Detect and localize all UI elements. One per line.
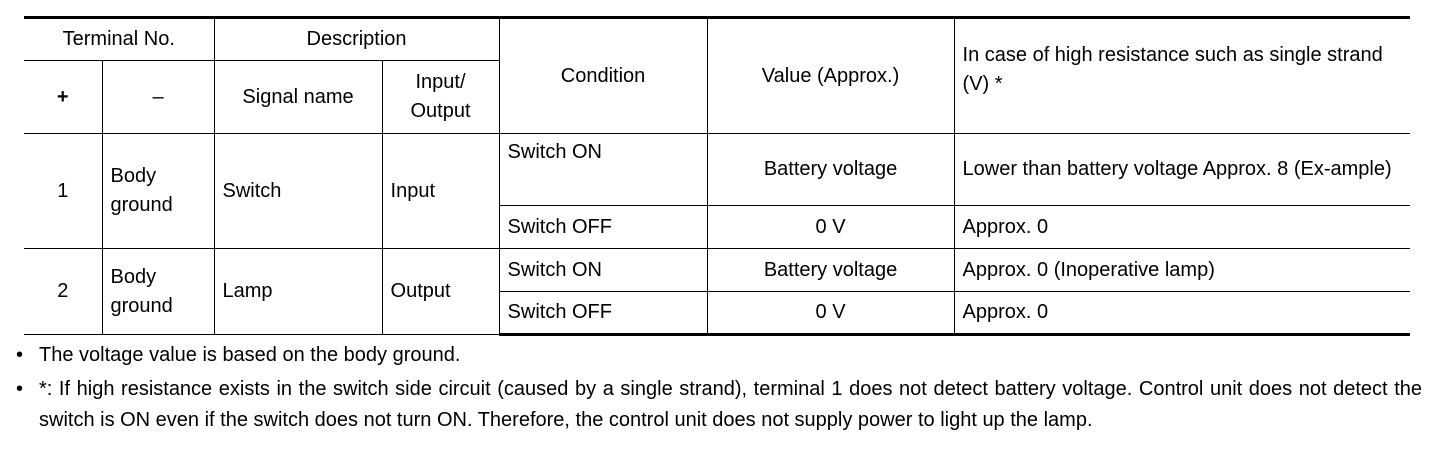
header-input-output: Input/ Output: [381, 60, 500, 134]
terminal-minus-cell: Body ground: [101, 248, 215, 335]
table-row: 2 Body ground Lamp Output Switch ON Batt…: [24, 248, 1411, 335]
terminal-plus-cell: 2: [24, 248, 103, 335]
header-signal-name: Signal name: [213, 60, 383, 134]
condition-cell: Switch ON: [498, 248, 708, 292]
signal-name-cell: Switch: [213, 133, 383, 249]
condition-cell: Switch OFF: [499, 205, 708, 249]
table-row: Switch OFF 0 V Approx. 0: [24, 291, 1411, 336]
table-row: 1 Body ground Switch Input Switch ON Bat…: [24, 133, 1411, 249]
footnote-body-ground: The voltage value is based on the body g…: [14, 340, 1422, 371]
header-description: Description: [213, 16, 500, 61]
input-output-cell: Output: [381, 248, 500, 335]
value-cell: Battery voltage: [706, 248, 955, 292]
header-terminal-minus: –: [101, 60, 215, 134]
footnote-high-resistance: *: If high resistance exists in the swit…: [14, 374, 1422, 436]
header-terminal-plus: +: [24, 60, 103, 134]
value-cell: Battery voltage: [706, 133, 955, 206]
terminal-spec-table: Terminal No. Description Condition Value…: [24, 16, 1411, 336]
header-condition: Condition: [498, 16, 708, 134]
signal-name-cell: Lamp: [213, 248, 383, 335]
value-cell: 0 V: [706, 291, 955, 336]
high-resistance-cell: Approx. 0: [953, 205, 1411, 249]
footnotes-list: The voltage value is based on the body g…: [14, 340, 1422, 439]
header-value: Value (Approx.): [706, 16, 955, 134]
terminal-plus-cell: 1: [24, 133, 103, 249]
header-high-resistance: In case of high resistance such as singl…: [953, 16, 1411, 134]
high-resistance-cell: Approx. 0 (Inoperative lamp): [953, 248, 1411, 292]
header-terminal-no: Terminal No.: [24, 16, 215, 61]
high-resistance-cell: Lower than battery voltage Approx. 8 (Ex…: [953, 133, 1411, 206]
terminal-minus-cell: Body ground: [101, 133, 215, 249]
condition-cell: Switch OFF: [499, 291, 708, 336]
table-row: Switch OFF 0 V Approx. 0: [24, 205, 1411, 249]
input-output-cell: Input: [381, 133, 500, 249]
condition-cell: Switch ON: [498, 133, 708, 206]
value-cell: 0 V: [706, 205, 955, 249]
high-resistance-cell: Approx. 0: [953, 291, 1411, 336]
